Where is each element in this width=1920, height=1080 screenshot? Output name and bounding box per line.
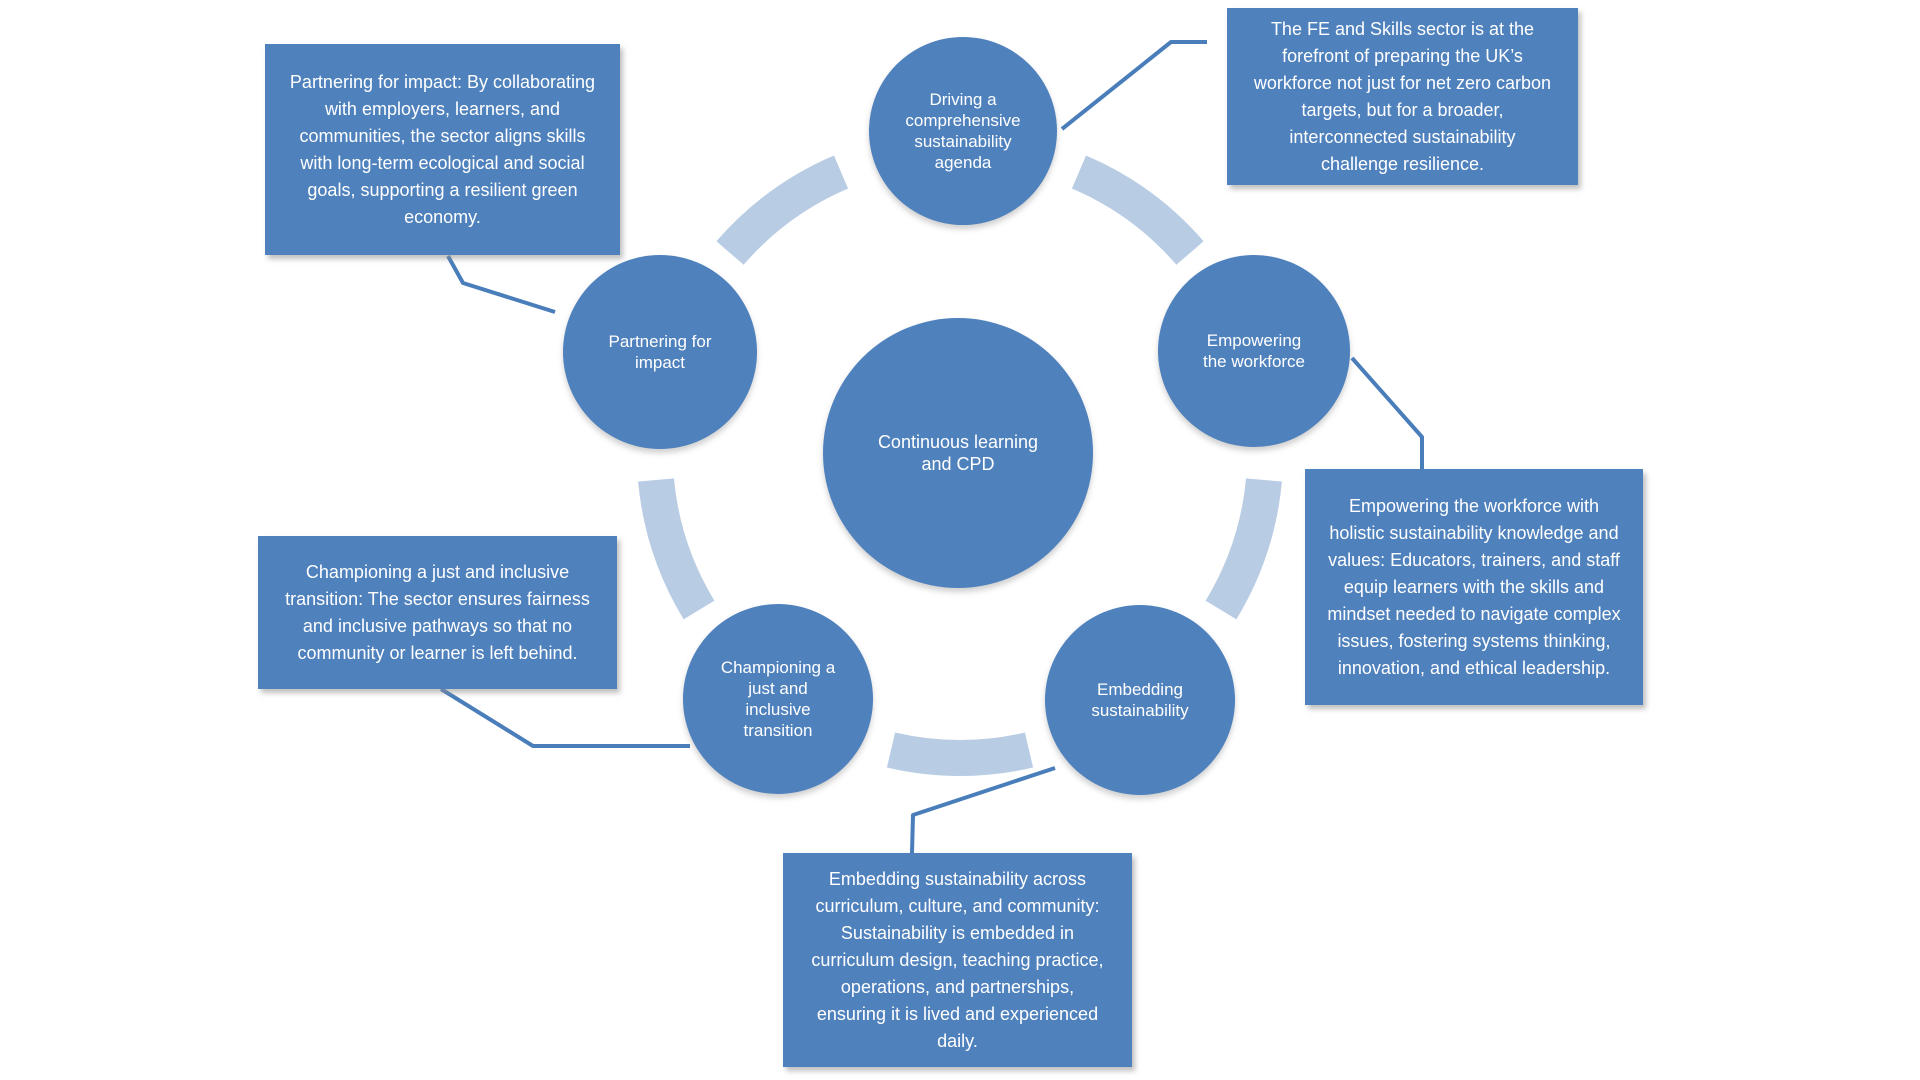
callout-partnering-text: Partnering for impact: By collaborating …	[289, 71, 596, 227]
node-championing: Championing a just and inclusive transit…	[683, 604, 873, 794]
node-embedding-label: Embedding sustainability	[1091, 680, 1189, 720]
callout-championing: Championing a just and inclusive transit…	[258, 536, 617, 689]
node-empowering-label: Empowering the workforce	[1202, 331, 1306, 371]
ring-arc-top-right	[1071, 155, 1204, 265]
node-continuous-learning-label: Continuous learning and CPD	[877, 432, 1039, 474]
callout-partnering: Partnering for impact: By collaborating …	[265, 44, 620, 255]
callout-championing-text: Championing a just and inclusive transit…	[285, 561, 590, 663]
callout-empowering-text: Empowering the workforce with holistic s…	[1327, 495, 1621, 678]
callout-driving-text: The FE and Skills sector is at the foref…	[1253, 18, 1552, 174]
connector-embedding-callout	[910, 766, 1056, 854]
ring-arc-top-left	[716, 155, 849, 265]
node-championing-label: Championing a just and inclusive transit…	[720, 658, 836, 740]
ring-arc-bottom	[886, 732, 1034, 776]
node-embedding: Embedding sustainability	[1045, 605, 1235, 795]
ring-arc-right	[1205, 478, 1282, 620]
connector-driving-callout	[1060, 40, 1207, 131]
node-partnering-label: Partnering for impact	[608, 332, 712, 372]
callout-embedding: Embedding sustainability across curricul…	[783, 853, 1132, 1067]
node-empowering: Empowering the workforce	[1158, 255, 1350, 447]
node-partnering: Partnering for impact	[563, 255, 757, 449]
node-driving-label: Driving a comprehensive sustainability a…	[905, 90, 1021, 172]
connector-empowering-callout	[1350, 356, 1424, 469]
connector-championing-callout	[439, 687, 690, 748]
callout-empowering: Empowering the workforce with holistic s…	[1305, 469, 1643, 705]
ring-arc-left	[638, 478, 715, 620]
callout-embedding-text: Embedding sustainability across curricul…	[811, 868, 1104, 1051]
callout-driving: The FE and Skills sector is at the foref…	[1227, 8, 1578, 185]
node-continuous-learning: Continuous learning and CPD	[823, 318, 1093, 588]
node-driving: Driving a comprehensive sustainability a…	[869, 37, 1057, 225]
connector-partnering-callout	[446, 255, 556, 314]
